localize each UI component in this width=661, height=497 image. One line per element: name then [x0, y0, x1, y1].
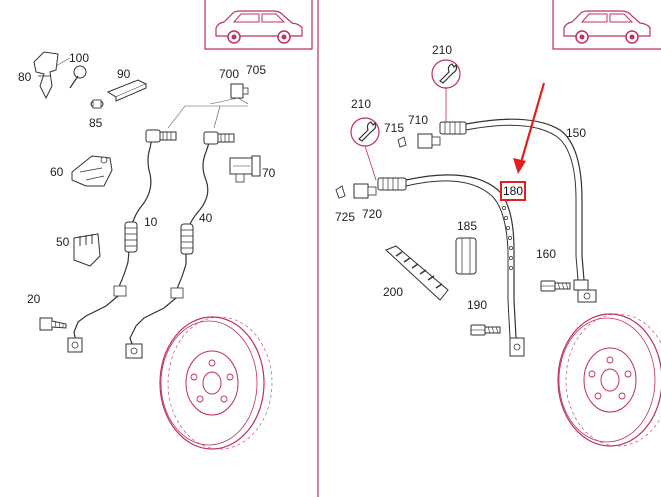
part-label-90: 90 [117, 67, 131, 81]
part-100-bolt [69, 65, 87, 89]
arrow-pointer-icon [513, 82, 546, 174]
part-label-725: 725 [335, 210, 355, 224]
part-715-710-plug [397, 133, 441, 149]
part-label-185: 185 [457, 219, 477, 233]
part-label-200: 200 [383, 285, 403, 299]
car-thumbnail-icon [563, 10, 651, 44]
part-number-labels: 80 100 90 700 705 85 60 70 10 40 50 20 2… [18, 43, 586, 312]
wrench-symbol-icon [431, 59, 461, 89]
left-brake-disc [159, 316, 273, 450]
part-label-710: 710 [408, 113, 428, 127]
part-label-705: 705 [246, 63, 266, 77]
car-thumbnail-icon [215, 10, 303, 44]
wrench-symbol-icon [350, 117, 380, 147]
left-panel-parts [33, 51, 273, 450]
part-label-85: 85 [89, 116, 103, 130]
part-40-sensor-cable [125, 131, 235, 359]
part-label-720: 720 [362, 207, 382, 221]
part-label-20: 20 [27, 292, 41, 306]
part-label-180: 180 [503, 184, 523, 198]
part-200-carrier-strip [385, 245, 449, 301]
right-car-thumbnail-frame [552, 0, 661, 50]
part-label-70: 70 [262, 166, 276, 180]
right-brake-disc [557, 313, 661, 447]
part-90-holder [106, 79, 148, 102]
part-160-bolt [540, 280, 571, 292]
right-panel-parts [335, 59, 661, 447]
part-20-bolt [39, 317, 67, 331]
part-185-sleeve [455, 237, 477, 275]
part-label-100: 100 [69, 51, 89, 65]
part-70-housing [229, 155, 261, 183]
part-50-sensor-pad [73, 233, 101, 267]
part-80-bracket [33, 51, 59, 100]
part-85-clip [90, 99, 104, 109]
part-label-715: 715 [384, 121, 404, 135]
part-label-700: 700 [219, 67, 239, 81]
part-label-210-upper: 210 [432, 43, 452, 57]
part-label-150: 150 [566, 126, 586, 140]
part-label-160: 160 [536, 247, 556, 261]
part-150-sensor-cable [439, 118, 597, 303]
part-180-sensor-cable [377, 174, 525, 357]
part-700-705-connector [167, 83, 249, 129]
part-label-50: 50 [56, 235, 70, 249]
part-label-210-lower: 210 [351, 97, 371, 111]
part-10-sensor-cable [67, 129, 177, 353]
part-60-bracket [71, 155, 113, 187]
part-label-60: 60 [50, 165, 64, 179]
part-label-40: 40 [199, 211, 213, 225]
part-725-720-plug [335, 183, 377, 199]
part-label-80: 80 [18, 70, 32, 84]
part-label-10: 10 [144, 215, 158, 229]
highlighted-part-label-box: 180 [500, 181, 526, 201]
left-car-thumbnail-frame [204, 0, 313, 50]
part-190-bolt [470, 324, 501, 336]
part-label-190: 190 [467, 298, 487, 312]
